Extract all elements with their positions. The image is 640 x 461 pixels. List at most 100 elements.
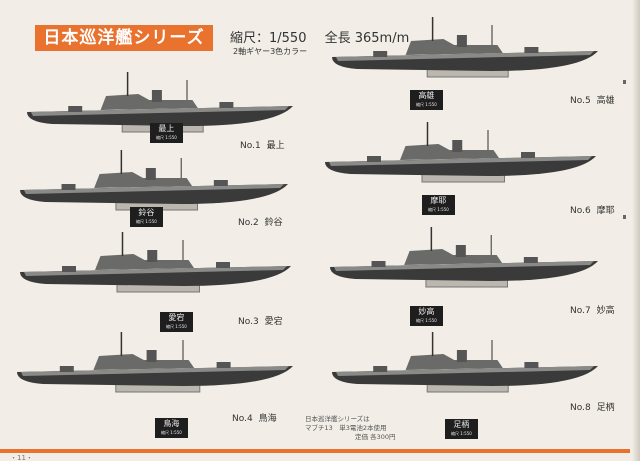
ship-name: 最上 <box>266 141 285 151</box>
name-plate: 最上縮尺 1:550 <box>150 123 183 143</box>
series-title-banner: 日本巡洋艦シリーズ <box>35 25 213 51</box>
gun-turret <box>62 266 76 272</box>
ship-name: 高雄 <box>596 96 615 106</box>
plate-name: 高雄 <box>418 91 435 100</box>
plate-name: 足柄 <box>453 420 470 429</box>
ship-caption: No.8 足柄 <box>570 400 615 413</box>
deck <box>31 106 289 116</box>
plate-name: 鳥海 <box>163 419 180 428</box>
series-note: 日本巡洋艦シリーズは マブチ13 単3電池2本使用 定価 各300円 <box>305 415 395 442</box>
gun-turret <box>373 366 388 372</box>
ship-name: 鈴谷 <box>264 218 283 228</box>
ship-number: No.3 <box>238 317 259 327</box>
gun-turret <box>367 156 381 162</box>
binding-hole <box>623 215 626 219</box>
ship-number: No.6 <box>570 206 591 216</box>
gun-turret <box>68 106 83 112</box>
gun-turret <box>524 47 539 53</box>
gun-turret <box>373 51 388 57</box>
length-text: 全長 365m/m <box>324 31 410 46</box>
deck <box>336 366 594 376</box>
funnel <box>455 245 466 257</box>
ship-model-image <box>332 17 598 78</box>
name-plate: 妙高縮尺 1:550 <box>410 306 443 326</box>
funnel <box>456 35 467 47</box>
gun-turret <box>216 362 231 368</box>
ship-number: No.8 <box>570 403 591 413</box>
superstructure <box>404 249 503 265</box>
plate-name: 摩耶 <box>430 196 447 205</box>
ship-number: No.5 <box>570 96 591 106</box>
plate-scale: 縮尺 1:550 <box>416 318 437 323</box>
gun-turret <box>521 152 535 158</box>
plate-scale: 縮尺 1:550 <box>451 431 472 436</box>
superstructure <box>100 94 198 110</box>
ship-name: 愛宕 <box>264 317 283 327</box>
name-plate: 鈴谷縮尺 1:550 <box>130 207 163 227</box>
plate-scale: 縮尺 1:550 <box>166 324 187 329</box>
plate-name: 妙高 <box>418 307 435 316</box>
gun-turret <box>219 102 234 108</box>
plate-scale: 縮尺 1:550 <box>428 207 449 212</box>
deck <box>24 266 287 276</box>
name-plate: 鳥海縮尺 1:550 <box>155 418 188 438</box>
plate-scale: 縮尺 1:550 <box>416 102 437 107</box>
plate-name: 最上 <box>158 124 175 133</box>
feature-text: 2軸ギヤー3色カラー <box>233 47 308 56</box>
ship-model-image <box>20 150 288 211</box>
superstructure <box>405 354 503 370</box>
plate-scale: 縮尺 1:550 <box>161 430 182 435</box>
note-line: マブチ13 単3電池2本使用 <box>305 424 387 432</box>
superstructure <box>93 354 195 370</box>
ship-caption: No.1 最上 <box>240 138 285 151</box>
funnel <box>145 168 156 180</box>
plate-scale: 縮尺 1:550 <box>156 135 177 140</box>
name-plate: 摩耶縮尺 1:550 <box>422 195 455 215</box>
superstructure <box>405 39 503 55</box>
name-plate: 愛宕縮尺 1:550 <box>160 312 193 332</box>
ship-name: 足柄 <box>596 403 615 413</box>
funnel <box>147 250 158 262</box>
ship-number: No.1 <box>240 141 261 151</box>
superstructure <box>94 172 193 188</box>
deck <box>334 261 594 271</box>
deck <box>329 156 592 166</box>
ship-caption: No.3 愛宕 <box>238 314 283 327</box>
ship-caption: No.6 摩耶 <box>570 203 615 216</box>
plate-name: 鈴谷 <box>138 208 155 217</box>
orange-rule <box>0 449 630 453</box>
ship-name: 摩耶 <box>596 206 615 216</box>
ship-model-image <box>332 332 598 393</box>
ship-model-image <box>20 232 291 293</box>
funnel <box>151 90 162 102</box>
funnel <box>452 140 463 152</box>
plate-scale: 縮尺 1:550 <box>136 219 157 224</box>
ship-caption: No.2 鈴谷 <box>238 215 283 228</box>
ship-number: No.2 <box>238 218 259 228</box>
note-line: 定価 各300円 <box>355 433 396 441</box>
deck <box>24 184 284 194</box>
ship-caption: No.5 高雄 <box>570 93 615 106</box>
name-plate: 足柄縮尺 1:550 <box>445 419 478 439</box>
page-edge <box>632 0 640 461</box>
note-line: 日本巡洋艦シリーズは <box>305 415 370 423</box>
gun-turret <box>59 366 74 372</box>
funnel <box>146 350 157 362</box>
gun-turret <box>524 362 539 368</box>
ship-name: 鳥海 <box>258 414 277 424</box>
ship-model-image <box>17 332 293 393</box>
gun-turret <box>523 257 538 263</box>
gun-turret <box>213 180 228 186</box>
plate-name: 愛宕 <box>168 313 185 322</box>
deck <box>21 366 289 376</box>
gun-turret <box>61 184 76 190</box>
gun-turret <box>371 261 386 267</box>
binding-hole <box>623 80 626 84</box>
ship-number: No.7 <box>570 306 591 316</box>
name-plate: 高雄縮尺 1:550 <box>410 90 443 110</box>
gun-turret <box>216 262 230 268</box>
ship-model-image <box>325 122 596 183</box>
